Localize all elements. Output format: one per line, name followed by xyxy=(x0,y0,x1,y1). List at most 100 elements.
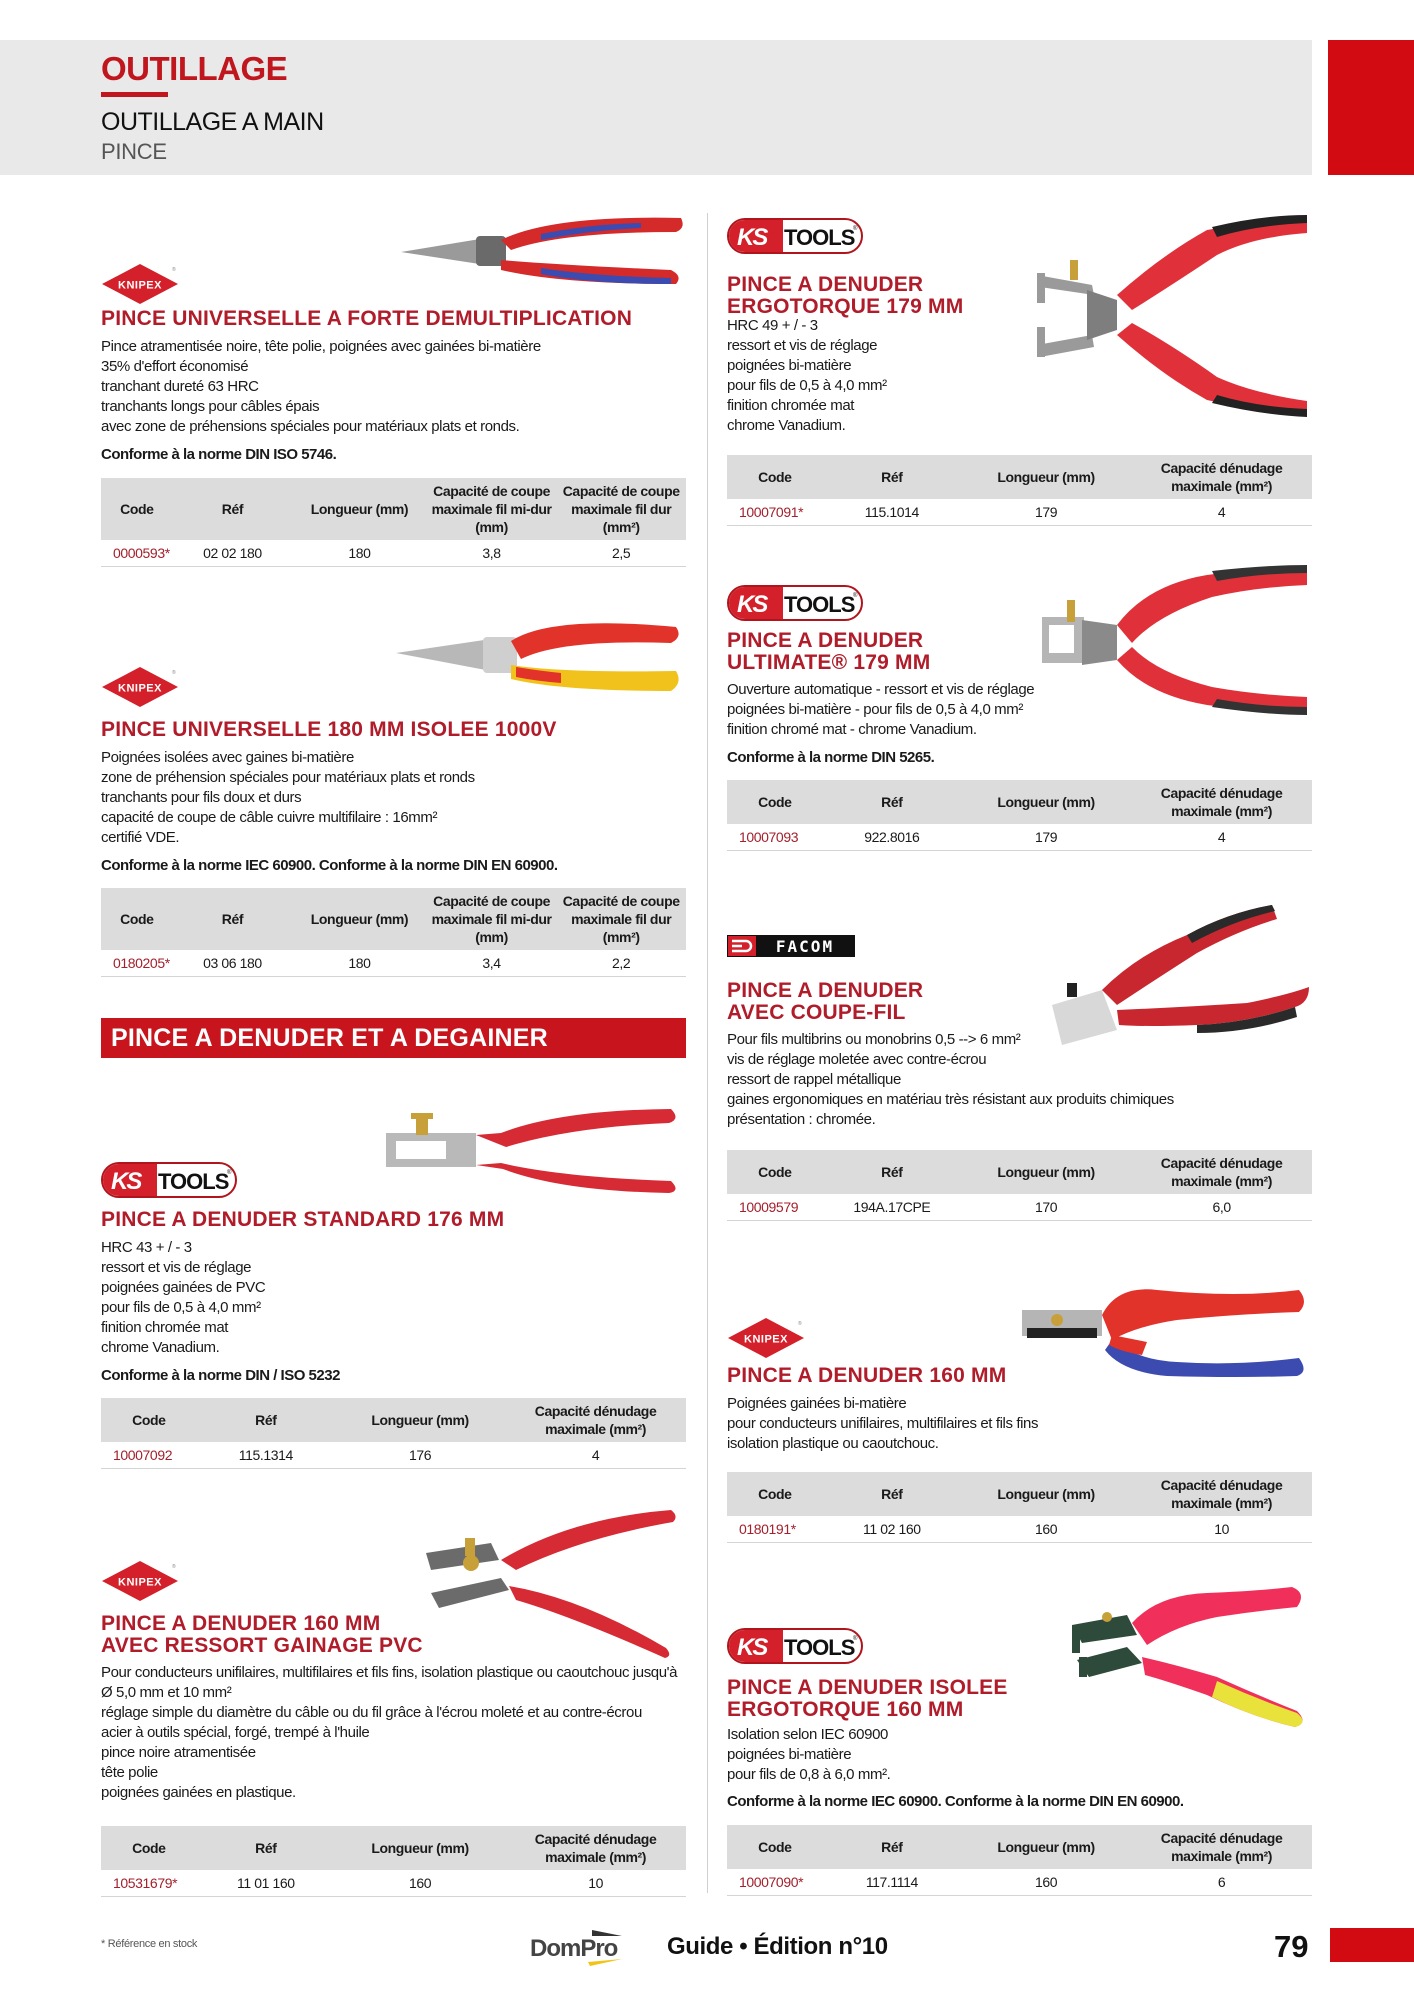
spec-table: Code Réf Longueur (mm) Capacité de coupe… xyxy=(101,888,686,977)
col-ref: Réf xyxy=(822,1825,961,1869)
col-length: Longueur (mm) xyxy=(960,455,1132,499)
ref-cell: 117.1114 xyxy=(822,1869,961,1896)
pliers-image xyxy=(386,1109,676,1193)
length-cell: 170 xyxy=(960,1194,1132,1221)
ref-cell: 11 01 160 xyxy=(196,1870,335,1897)
ref-cell: 194A.17CPE xyxy=(822,1194,961,1221)
product-card: PINCE A DENUDER ULTIMATE® 179 MM Ouvertu… xyxy=(727,565,1312,865)
product-description: Poignées isolées avec gaines bi-matière … xyxy=(101,749,475,846)
table-row: 0180205* 03 06 180 180 3,4 2,2 xyxy=(101,950,686,977)
ref-cell: 03 06 180 xyxy=(172,950,293,977)
col-length: Longueur (mm) xyxy=(292,888,427,950)
col-strip: Capacité dénudage maximale (mm²) xyxy=(505,1398,686,1442)
col-ref: Réf xyxy=(822,780,961,824)
product-description: Pour fils multibrins ou monobrins 0,5 --… xyxy=(727,1031,1174,1128)
code-cell[interactable]: 0180191* xyxy=(727,1516,823,1543)
code-cell[interactable]: 0180205* xyxy=(101,950,173,977)
col-length: Longueur (mm) xyxy=(960,780,1132,824)
col-strip: Capacité dénudage maximale (mm²) xyxy=(1131,1825,1312,1869)
product-description: Ouverture automatique - ressort et vis d… xyxy=(727,681,1035,738)
ref-cell: 115.1014 xyxy=(822,499,961,526)
section-title: PINCE xyxy=(101,139,167,164)
kstools-logo xyxy=(727,218,863,254)
page-number: 79 xyxy=(1274,1929,1309,1964)
col-strip: Capacité dénudage maximale (mm²) xyxy=(1131,780,1312,824)
cut-mid-cell: 3,4 xyxy=(426,950,557,977)
col-length: Longueur (mm) xyxy=(960,1825,1132,1869)
code-cell[interactable]: 10007091* xyxy=(727,499,823,526)
strip-cell: 4 xyxy=(505,1442,686,1469)
col-strip: Capacité dénudage maximale (mm²) xyxy=(1131,1472,1312,1516)
stock-footnote: * Référence en stock xyxy=(101,1938,198,1950)
cut-hard-cell: 2,2 xyxy=(556,950,686,977)
col-length: Longueur (mm) xyxy=(334,1398,506,1442)
pliers-image xyxy=(396,623,679,691)
length-cell: 180 xyxy=(292,540,427,567)
strip-cell: 10 xyxy=(505,1870,686,1897)
column-divider xyxy=(707,213,708,1893)
knipex-logo xyxy=(101,1560,179,1602)
product-title: PINCE A DENUDER AVEC COUPE-FIL xyxy=(727,979,924,1024)
pliers-image xyxy=(426,1510,676,1658)
cut-hard-cell: 2,5 xyxy=(556,540,686,567)
product-card: PINCE UNIVERSELLE A FORTE DEMULTIPLICATI… xyxy=(101,210,686,570)
ref-cell: 922.8016 xyxy=(822,824,961,851)
section-banner: PINCE A DENUDER ET A DEGAINER xyxy=(101,1018,686,1058)
product-description: HRC 43 + / - 3 ressort et vis de réglage… xyxy=(101,1239,266,1356)
col-cut-hard: Capacité de coupe maximale fil dur (mm²) xyxy=(556,478,686,540)
product-card: PINCE A DENUDER AVEC COUPE-FIL Pour fils… xyxy=(727,890,1312,1230)
code-cell[interactable]: 10007093 xyxy=(727,824,823,851)
product-title: PINCE A DENUDER ERGOTORQUE 179 MM xyxy=(727,273,964,318)
table-row: 10007093 922.8016 179 4 xyxy=(727,824,1312,851)
col-ref: Réf xyxy=(172,478,293,540)
pliers-image xyxy=(1072,1587,1303,1727)
spec-table: Code Réf Longueur (mm) Capacité dénudage… xyxy=(727,455,1312,526)
col-cut-mid: Capacité de coupe maximale fil mi-dur (m… xyxy=(426,478,557,540)
strip-cell: 10 xyxy=(1131,1516,1312,1543)
length-cell: 160 xyxy=(960,1516,1132,1543)
table-row: 10531679* 11 01 160 160 10 xyxy=(101,1870,686,1897)
col-code: Code xyxy=(101,888,173,950)
pliers-image xyxy=(401,217,683,284)
table-row: 10007092 115.1314 176 4 xyxy=(101,1442,686,1469)
length-cell: 179 xyxy=(960,824,1132,851)
spec-table: Code Réf Longueur (mm) Capacité de coupe… xyxy=(101,478,686,567)
col-ref: Réf xyxy=(196,1826,335,1870)
code-cell[interactable]: 10007092 xyxy=(101,1442,197,1469)
col-ref: Réf xyxy=(196,1398,335,1442)
length-cell: 176 xyxy=(334,1442,506,1469)
guide-edition: Guide • Édition n°10 xyxy=(667,1933,888,1960)
code-cell[interactable]: 0000593* xyxy=(101,540,173,567)
facom-logo xyxy=(727,935,855,957)
table-row: 0000593* 02 02 180 180 3,8 2,5 xyxy=(101,540,686,567)
spec-table: Code Réf Longueur (mm) Capacité dénudage… xyxy=(101,1826,686,1897)
length-cell: 160 xyxy=(960,1869,1132,1896)
pliers-image xyxy=(1022,1289,1304,1377)
code-cell[interactable]: 10531679* xyxy=(101,1870,197,1897)
strip-cell: 6 xyxy=(1131,1869,1312,1896)
title-underline xyxy=(101,92,168,97)
col-ref: Réf xyxy=(172,888,293,950)
strip-cell: 4 xyxy=(1131,824,1312,851)
spec-table: Code Réf Longueur (mm) Capacité dénudage… xyxy=(727,780,1312,851)
cut-mid-cell: 3,8 xyxy=(426,540,557,567)
product-card: PINCE A DENUDER ERGOTORQUE 179 MM HRC 49… xyxy=(727,215,1312,535)
pliers-image xyxy=(1042,565,1307,715)
code-cell[interactable]: 10009579 xyxy=(727,1194,823,1221)
knipex-logo xyxy=(101,263,179,305)
col-strip: Capacité dénudage maximale (mm²) xyxy=(1131,455,1312,499)
product-conformity: Conforme à la norme DIN / ISO 5232 xyxy=(101,1367,340,1384)
page-red-tab xyxy=(1330,1928,1414,1962)
table-row: 0180191* 11 02 160 160 10 xyxy=(727,1516,1312,1543)
col-ref: Réf xyxy=(822,455,961,499)
table-row: 10009579 194A.17CPE 170 6,0 xyxy=(727,1194,1312,1221)
subcategory-title: OUTILLAGE A MAIN xyxy=(101,108,324,136)
kstools-logo xyxy=(727,1628,863,1664)
product-conformity: Conforme à la norme IEC 60900. Conforme … xyxy=(727,1793,1184,1810)
svg-text:DomPro: DomPro xyxy=(530,1935,618,1962)
col-code: Code xyxy=(727,1825,823,1869)
product-title: PINCE A DENUDER ULTIMATE® 179 MM xyxy=(727,629,931,674)
code-cell[interactable]: 10007090* xyxy=(727,1869,823,1896)
length-cell: 160 xyxy=(334,1870,506,1897)
col-strip: Capacité dénudage maximale (mm²) xyxy=(505,1826,686,1870)
